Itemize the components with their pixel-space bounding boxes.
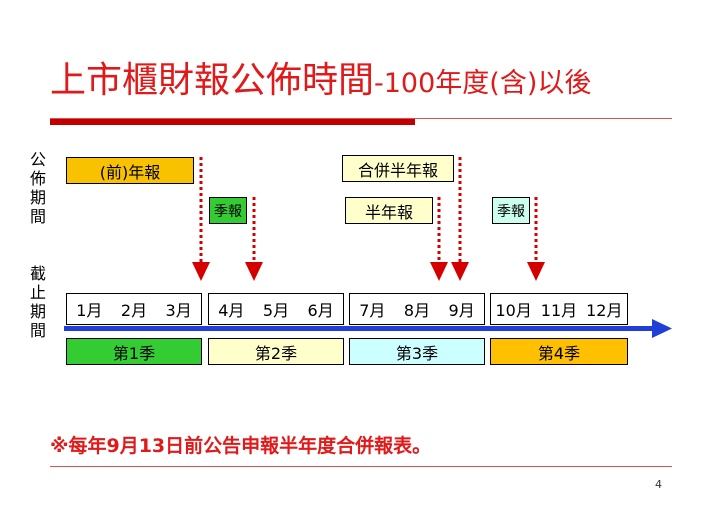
q3-deadline-arrow	[527, 197, 545, 281]
footer-rule	[50, 466, 672, 467]
month-cell: 3月	[165, 301, 192, 320]
month-cell: 9月	[448, 301, 475, 320]
q1-deadline-arrow	[245, 197, 263, 281]
quarter-2-months: 4月 5月 6月	[208, 293, 344, 325]
publish-period-label: 公佈期間	[29, 150, 46, 226]
timeline-arrow	[64, 319, 672, 338]
title-underline-thin	[50, 118, 672, 119]
season-4-label: 第4季	[537, 343, 581, 363]
season-1-label: 第1季	[112, 343, 156, 363]
month-cell: 10月	[495, 301, 532, 320]
quarter-1-months: 1月 2月 3月	[66, 293, 202, 325]
annual-deadline-arrow	[192, 157, 210, 281]
annual-report-box: (前)年報	[66, 157, 194, 184]
q1-report-label: 季報	[214, 203, 242, 220]
month-cell: 6月	[307, 301, 334, 320]
season-2-box: 第2季	[208, 338, 344, 365]
half-report-label: 半年報	[364, 202, 413, 222]
month-cell: 5月	[262, 301, 290, 320]
month-cell: 11月	[540, 301, 578, 320]
q3-report-box: 季報	[492, 197, 530, 224]
quarter-3-months: 7月 8月 9月	[349, 293, 485, 325]
month-cell: 12月	[586, 301, 623, 320]
half-report-box: 半年報	[345, 197, 433, 224]
month-cell: 8月	[403, 301, 431, 320]
season-1-box: 第1季	[66, 338, 202, 365]
page-title-sub: -100年度(含)以後	[374, 68, 592, 99]
month-cell: 4月	[218, 301, 245, 320]
page-number: 4	[655, 478, 662, 491]
season-3-label: 第3季	[395, 343, 439, 363]
consolidated-half-deadline-arrow	[451, 157, 469, 281]
q3-report-label: 季報	[497, 203, 525, 220]
consolidated-half-report-label: 合併半年報	[357, 160, 438, 180]
consolidated-half-report-box: 合併半年報	[342, 155, 454, 182]
half-deadline-arrow	[430, 197, 448, 281]
season-2-label: 第2季	[254, 343, 298, 363]
title-underline-thick	[50, 119, 415, 125]
q1-report-box: 季報	[209, 197, 247, 224]
page-title: 上市櫃財報公佈時間-100年度(含)以後	[50, 60, 591, 101]
month-cell: 2月	[120, 301, 148, 320]
season-4-box: 第4季	[490, 338, 628, 365]
page-title-main: 上市櫃財報公佈時間	[50, 60, 375, 101]
quarter-4-months: 10月 11月 12月	[490, 293, 628, 325]
month-cell: 1月	[76, 301, 103, 320]
footnote: ※每年9月13日前公告申報半年度合併報表。	[50, 435, 432, 457]
month-cell: 7月	[359, 301, 386, 320]
deadline-period-label: 截止期間	[29, 264, 46, 340]
season-3-box: 第3季	[349, 338, 485, 365]
annual-report-label: (前)年報	[99, 162, 161, 182]
